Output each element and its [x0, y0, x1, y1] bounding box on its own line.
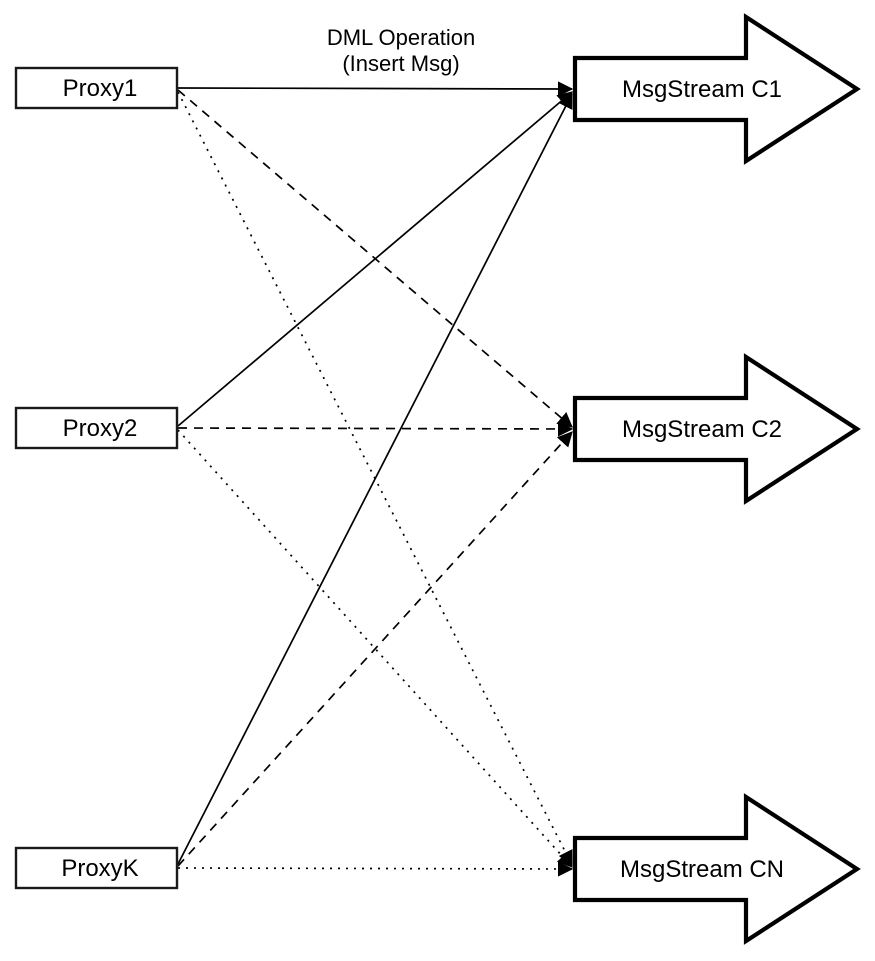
msgstream-node-c1: MsgStream C1	[572, 13, 861, 165]
annotation-line2: (Insert Msg)	[342, 51, 459, 76]
annotation-line1: DML Operation	[327, 25, 475, 50]
proxy-node-1: Proxy1	[14, 66, 179, 110]
connector-proxy2-c1-solid-line	[177, 91, 573, 427]
proxyk-label: ProxyK	[61, 855, 138, 882]
proxy2-label: Proxy2	[63, 415, 138, 442]
msgstream-cn-arrow-shape	[572, 793, 861, 945]
connector-lines	[177, 81, 574, 877]
msgstream-node-c2: MsgStream C2	[572, 353, 861, 505]
connector-proxyk-cn-dotted-line	[177, 861, 574, 877]
proxy2-box	[14, 406, 179, 450]
proxyk-box	[14, 846, 179, 890]
msgstream-c2-arrow-shape	[572, 353, 861, 505]
connector-proxy2-c2-dashed-line	[177, 421, 574, 437]
msgstream-c1-label: MsgStream C1	[622, 76, 782, 103]
proxy-node-2: Proxy2	[14, 406, 179, 450]
proxy-node-k: ProxyK	[14, 846, 179, 890]
msgstream-node-cn: MsgStream CN	[572, 793, 861, 945]
msgstream-cn-label: MsgStream CN	[620, 856, 784, 883]
dml-operation-annotation: DML Operation (Insert Msg)	[327, 25, 475, 76]
msgstream-c1-arrow-shape	[572, 13, 861, 165]
connector-proxyk-c2-dashed-line	[177, 431, 573, 867]
connector-proxy1-c1-solid-line	[177, 81, 574, 97]
proxy1-box	[14, 66, 179, 110]
connector-proxyk-c1-solid-line	[177, 92, 573, 865]
proxy1-label: Proxy1	[63, 75, 138, 102]
msgstream-c2-label: MsgStream C2	[622, 416, 782, 443]
